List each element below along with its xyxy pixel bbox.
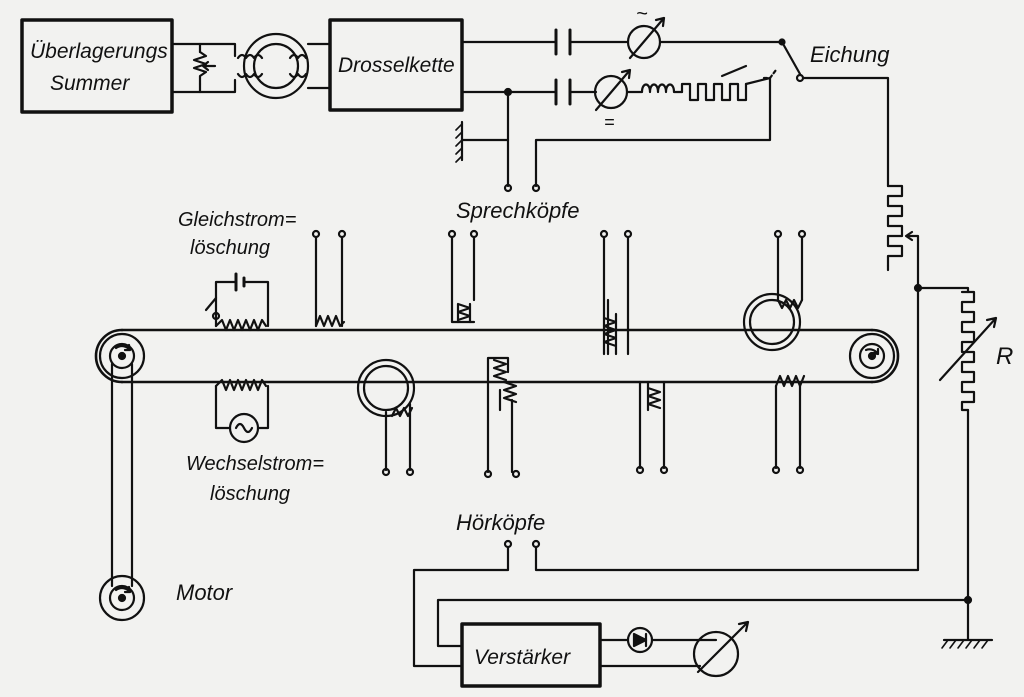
rectifier [626, 626, 654, 654]
summer-label-line2: Summer [50, 72, 130, 95]
motor-label: Motor [176, 580, 234, 605]
dc-erase-head [204, 272, 270, 332]
left-pulley [98, 332, 146, 380]
wechselstrom-label-line2: löschung [210, 483, 290, 505]
ring-head-bottom [356, 358, 416, 477]
meander-resistor [680, 82, 748, 102]
inductor-coil [625, 83, 684, 94]
drosselkette-box [328, 18, 464, 112]
calibration-switch [780, 40, 802, 76]
ring-head-top [742, 229, 807, 352]
head-7 [771, 374, 806, 475]
capacitor-upper [554, 28, 572, 56]
sprechkoepfe-label: Sprechköpfe [456, 198, 580, 223]
right-pulley [848, 332, 896, 380]
rheostat-label: R [996, 343, 1013, 370]
rheostat-r [960, 290, 976, 412]
capacitor-lower [554, 78, 572, 106]
adjustable-resistor-top [886, 184, 904, 268]
head-2 [447, 229, 479, 324]
drosselkette-label: Drosselkette [338, 54, 455, 77]
toroid-transformer [236, 32, 310, 100]
summer-label-line1: Überlagerungs [30, 40, 168, 63]
hoer-wiring [412, 288, 920, 668]
verstaerker-label: Verstärker [474, 646, 571, 669]
ac-meter [626, 24, 662, 60]
amp-feedback-wire [436, 598, 970, 648]
dc-meter-symbol: = [604, 112, 615, 132]
wechselstrom-label-line1: Wechselstrom= [186, 453, 324, 475]
verstaerker-box [460, 622, 602, 688]
head-6 [635, 380, 669, 475]
output-meter [692, 630, 740, 678]
head-1 [311, 229, 347, 328]
head-3 [599, 229, 633, 356]
hoerkoepfe-label: Hörköpfe [456, 510, 545, 535]
gleichstrom-label-line2: löschung [190, 237, 270, 259]
potentiometer [192, 50, 217, 86]
ground-right [942, 598, 994, 642]
ac-erase-head [214, 378, 270, 444]
eichung-label: Eichung [810, 42, 890, 67]
ac-meter-symbol: ~ [636, 3, 648, 25]
head-5 [483, 356, 521, 479]
ground-left [460, 120, 510, 162]
summer-box [20, 18, 174, 114]
motor-pulley [98, 574, 146, 622]
gleichstrom-label-line1: Gleichstrom= [178, 209, 296, 231]
drive-belt [110, 362, 134, 588]
